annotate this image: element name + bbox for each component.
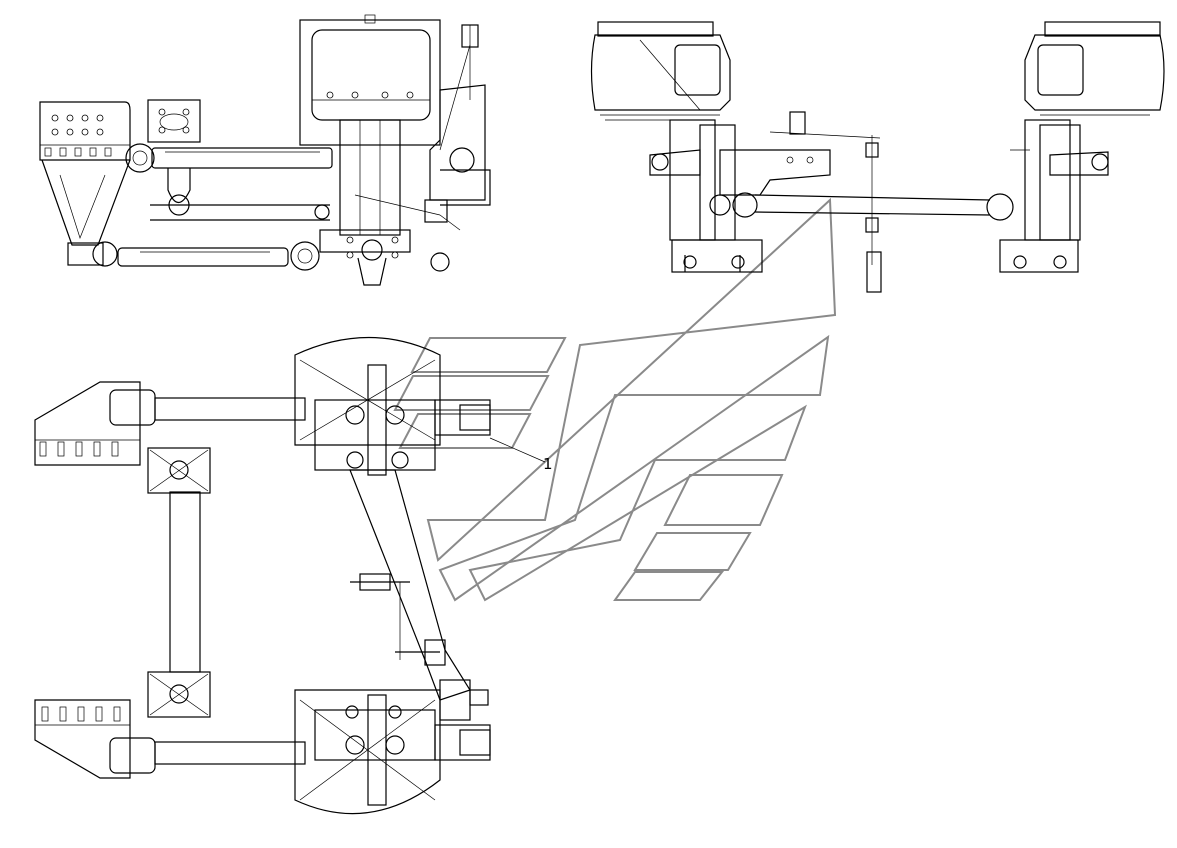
watermark-chevrons	[393, 197, 837, 602]
front-elevation-right	[590, 21, 1165, 293]
plan-view-bottom: 1	[34, 337, 553, 815]
side-elevation-left	[39, 14, 491, 286]
callout-label: 1	[543, 455, 553, 473]
